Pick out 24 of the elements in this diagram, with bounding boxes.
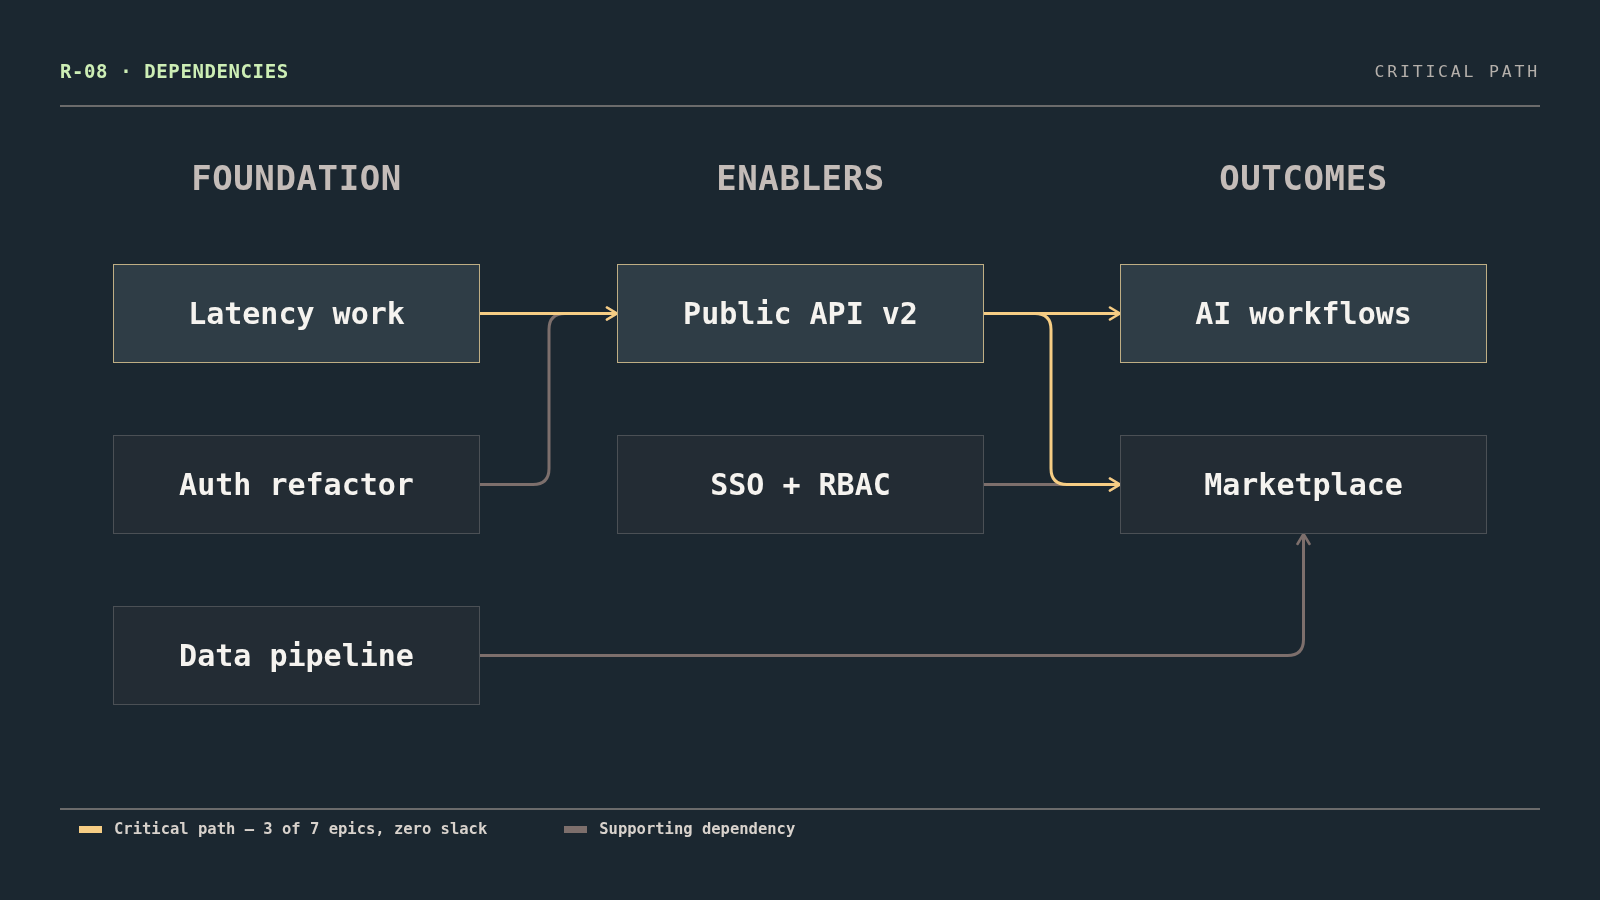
epic-box <box>1120 264 1487 363</box>
section-tag: CRITICAL PATH <box>1374 62 1540 81</box>
epic-box <box>617 435 984 534</box>
column-heading: FOUNDATION <box>190 158 403 198</box>
page-title: R-08 · DEPENDENCIES <box>60 60 289 82</box>
column-heading: ENABLERS <box>715 158 886 198</box>
dependency-arrow <box>984 312 1122 492</box>
dependency-arrow <box>480 306 619 321</box>
legend-label: Critical path — 3 of 7 epics, zero slack <box>114 820 488 838</box>
epic-name: Latency work <box>188 296 405 331</box>
epic-name: Auth refactor <box>179 467 414 502</box>
epic-box <box>113 435 480 534</box>
epic-name: Public API v2 <box>683 296 918 331</box>
epic-name: Data pipeline <box>179 638 414 673</box>
epic-box <box>113 264 480 363</box>
epic-box <box>617 264 984 363</box>
epic-name: AI workflows <box>1195 296 1412 331</box>
legend-label: Supporting dependency <box>599 820 796 838</box>
epic-name: Marketplace <box>1204 467 1403 502</box>
column-heading: OUTCOMES <box>1218 158 1389 198</box>
epic-box <box>1120 435 1487 534</box>
dependency-arrow <box>480 532 1311 657</box>
epic-name: SSO + RBAC <box>710 467 891 502</box>
epic-box <box>113 606 480 705</box>
